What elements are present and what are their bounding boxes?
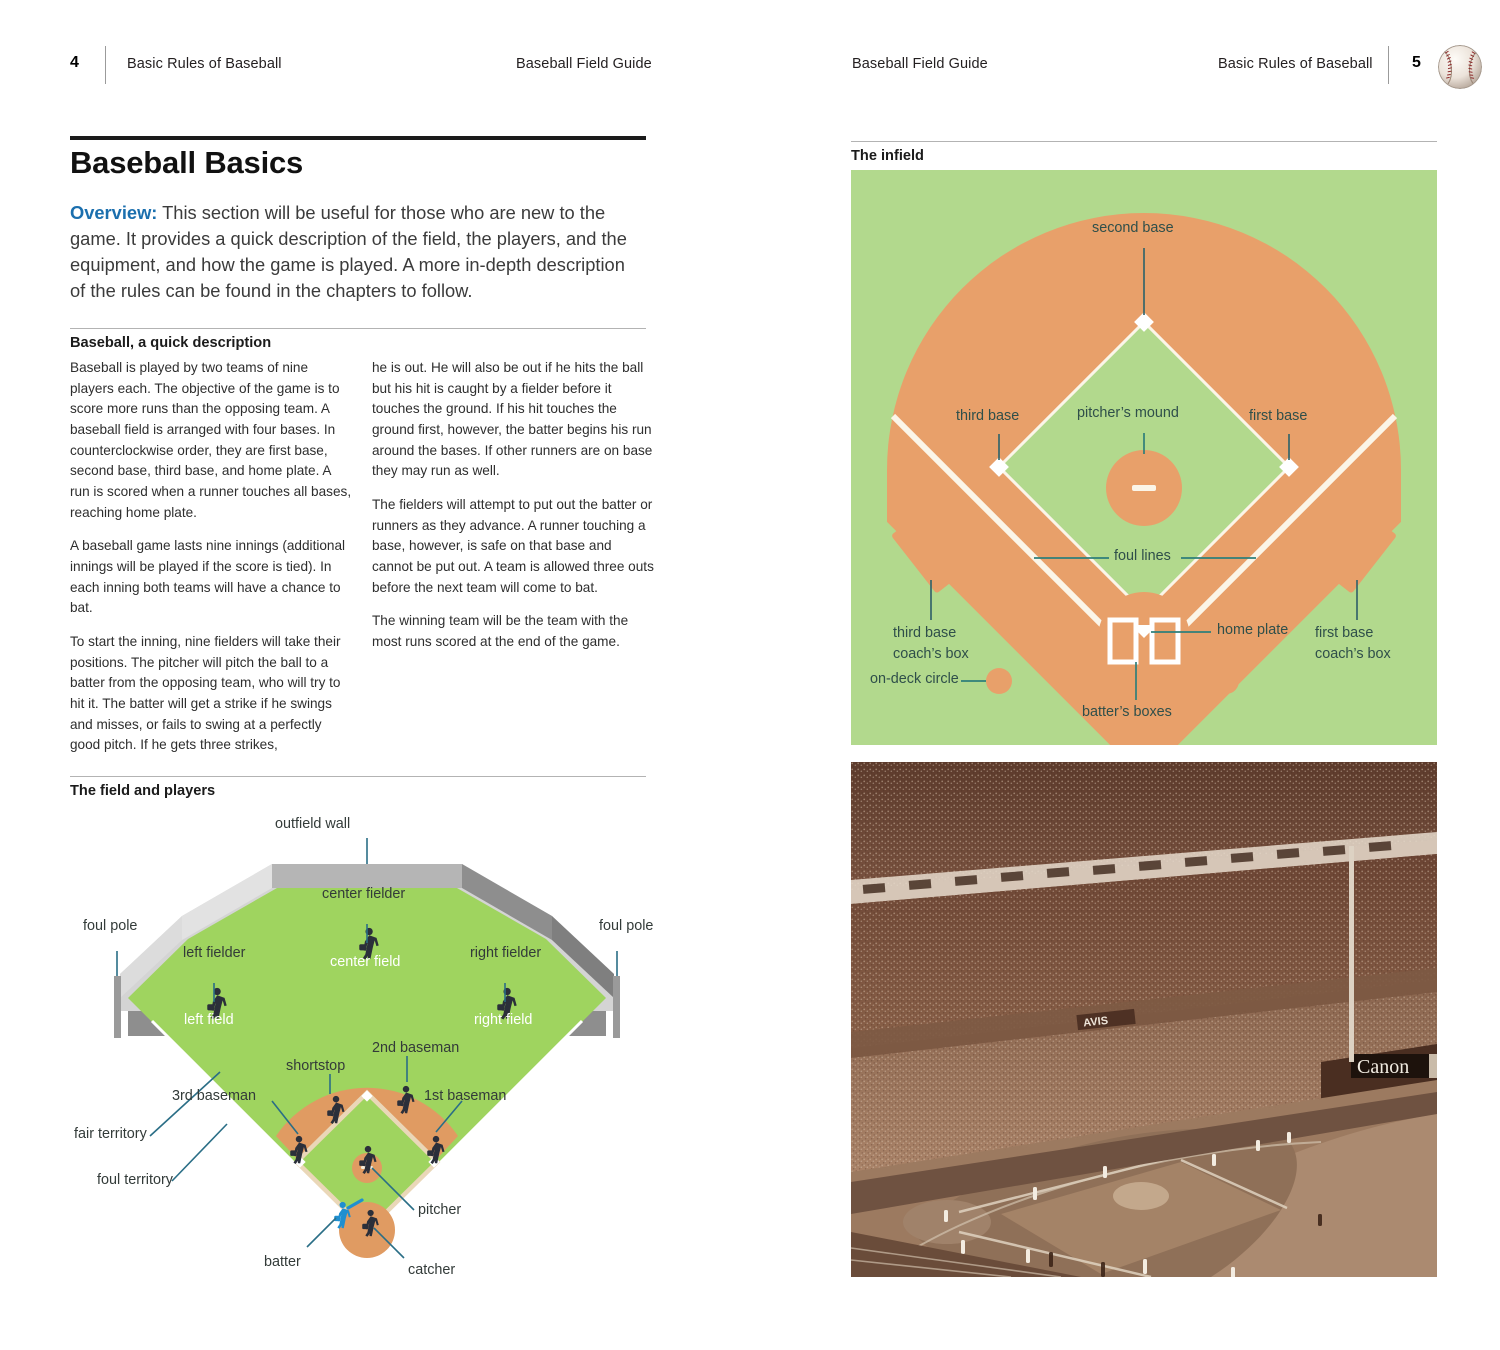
leader-foul-territory — [171, 1123, 228, 1182]
leader-fair-territory — [149, 1071, 221, 1137]
paragraph: The winning team will be the team with t… — [372, 613, 629, 649]
label-fair-territory: fair territory — [74, 1126, 147, 1142]
label-left-field: left field — [184, 1012, 234, 1028]
overview-label: Overview: — [70, 202, 158, 223]
paragraph: To start the inning, nine fielders will … — [70, 633, 341, 753]
label-third-base-coachs-box-line1: third base — [893, 625, 957, 641]
running-head-right-inner: Baseball Field Guide — [852, 56, 988, 72]
paragraph: he is out. He will also be out if he hit… — [372, 360, 653, 479]
folio-right: 5 — [1412, 54, 1421, 71]
baseball-icon — [1438, 45, 1482, 89]
leader-catcher — [373, 1227, 405, 1259]
label-center-fielder: center fielder — [322, 886, 406, 902]
label-first-baseman: 1st baseman — [424, 1088, 507, 1104]
field-rail — [851, 1092, 1437, 1214]
folio-rule-left — [105, 46, 106, 84]
label-shortstop: shortstop — [286, 1058, 346, 1074]
label-second-base: second base — [1092, 220, 1174, 236]
label-batter: batter — [264, 1254, 301, 1270]
first-base — [1279, 457, 1299, 477]
label-foul-lines: foul lines — [1114, 548, 1171, 564]
quick-description-heading: Baseball, a quick description — [70, 335, 272, 351]
pitchers-rubber — [1132, 485, 1156, 491]
second-base — [1134, 312, 1154, 332]
infield-diagram: second base third base first base pitche… — [851, 170, 1437, 745]
home-plate-circle — [339, 1202, 395, 1258]
home-plate — [1138, 625, 1150, 638]
foul-line-left — [150, 1019, 369, 1238]
canon-sign — [1351, 1054, 1437, 1078]
label-pitcher: pitcher — [418, 1202, 462, 1218]
label-foul-pole-right: foul pole — [599, 918, 654, 934]
label-catcher: catcher — [408, 1262, 456, 1278]
first-base-coachs-box — [1318, 509, 1396, 593]
label-right-fielder: right fielder — [470, 945, 542, 961]
folio-left: 4 — [70, 54, 79, 71]
overview-paragraph: Overview: This section will be useful fo… — [70, 200, 638, 305]
body-column-right: he is out. He will also be out if he hit… — [372, 358, 655, 666]
label-third-baseman: 3rd baseman — [172, 1088, 256, 1104]
label-left-fielder: left fielder — [183, 945, 246, 961]
foul-line-right — [365, 1019, 584, 1238]
label-first-base-coachs-box-line1: first base — [1315, 625, 1374, 641]
bat-icon — [346, 1198, 364, 1210]
foul-pole — [1349, 846, 1354, 1062]
on-deck-circle-right — [1213, 668, 1239, 694]
leader-batter — [306, 1217, 337, 1248]
foul-pole-right — [613, 976, 620, 1038]
infield-dirt — [276, 1087, 458, 1162]
third-base-coachs-box — [892, 509, 970, 593]
label-third-base: third base — [956, 408, 1020, 424]
on-deck-circle-left — [986, 668, 1012, 694]
field-diagram-heading: The field and players — [70, 783, 216, 799]
page-title: Baseball Basics — [70, 145, 304, 180]
pitchers-mound — [1113, 1182, 1169, 1210]
grass-area — [128, 888, 606, 1236]
paragraph: The fielders will attempt to put out the… — [372, 496, 654, 595]
chapter-rule — [70, 136, 646, 140]
field-diagram-rule — [70, 776, 646, 777]
paragraph: A baseball game lasts nine innings (addi… — [70, 538, 346, 616]
leader-first-baseman — [435, 1100, 463, 1133]
running-head-left-outer: Baseball Field Guide — [516, 56, 652, 72]
label-outfield-wall: outfield wall — [275, 816, 351, 832]
label-first-base: first base — [1249, 408, 1308, 424]
label-on-deck-circle: on-deck circle — [870, 671, 959, 687]
label-home-plate: home plate — [1217, 622, 1289, 638]
infield-rule — [851, 141, 1437, 142]
third-base — [989, 457, 1009, 477]
paragraph: Baseball is played by two teams of nine … — [70, 360, 352, 520]
label-third-base-coachs-box-line2: coach’s box — [893, 646, 969, 662]
label-foul-pole-left: foul pole — [83, 918, 138, 934]
running-head-left-inner: Basic Rules of Baseball — [127, 56, 282, 72]
home-plate-area — [903, 1200, 991, 1244]
infield-diamond — [1001, 1162, 1281, 1274]
label-foul-territory: foul territory — [97, 1172, 173, 1188]
svg-text:AVIS: AVIS — [1083, 1015, 1109, 1030]
stadium-photograph: AVIS Canon — [851, 762, 1437, 1277]
field-and-players-diagram: outfield wall foul pole foul pole center… — [62, 806, 672, 1306]
batters-boxes — [1107, 617, 1181, 665]
folio-rule-right — [1388, 46, 1389, 84]
overview-text: This section will be useful for those wh… — [70, 202, 627, 302]
label-batters-boxes: batter’s boxes — [1082, 704, 1172, 720]
avis-sign — [1076, 1008, 1136, 1031]
label-first-base-coachs-box-line2: coach’s box — [1315, 646, 1391, 662]
second-base — [361, 1090, 373, 1102]
label-second-baseman: 2nd baseman — [372, 1040, 460, 1056]
running-head-right-outer: Basic Rules of Baseball — [1218, 56, 1373, 72]
label-pitchers-mound: pitcher’s mound — [1077, 405, 1179, 421]
label-right-field: right field — [474, 1012, 533, 1028]
svg-text:Canon: Canon — [1357, 1056, 1409, 1078]
foul-pole-left — [114, 976, 121, 1038]
infield-heading: The infield — [851, 148, 924, 164]
body-column-left: Baseball is played by two teams of nine … — [70, 358, 353, 769]
player-batter — [334, 1198, 364, 1229]
label-center-field: center field — [330, 954, 401, 970]
leader-pitcher — [371, 1167, 415, 1211]
quick-description-rule — [70, 328, 646, 329]
leader-third-baseman — [271, 1100, 299, 1135]
